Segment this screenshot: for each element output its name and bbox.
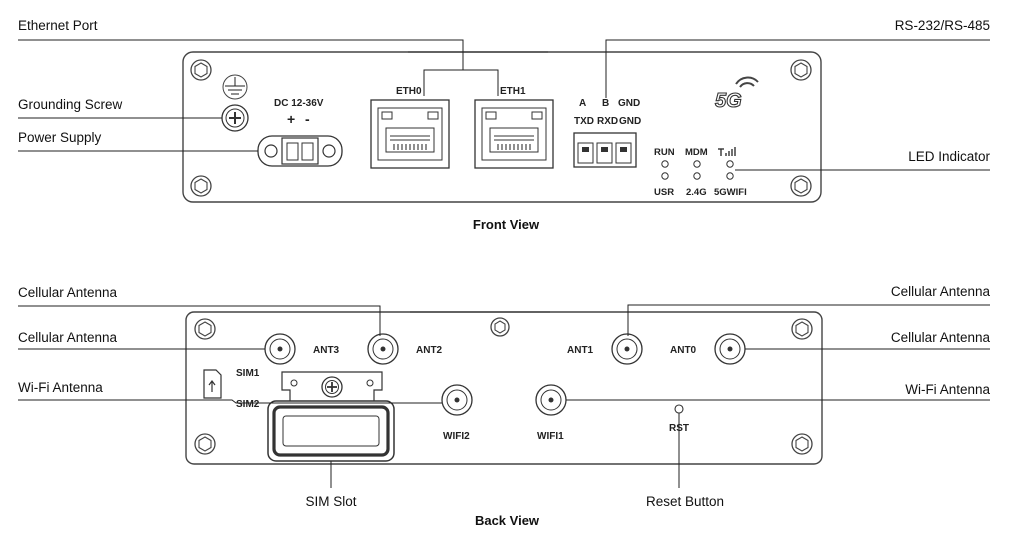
front-corner-screw-tl xyxy=(190,59,212,81)
callout-grounding-screw: Grounding Screw xyxy=(18,97,123,112)
serial-label-b: B xyxy=(602,98,609,109)
5g-logo-text: 5G xyxy=(715,90,742,112)
leader-serial xyxy=(605,39,990,98)
power-plus-label: + xyxy=(287,111,295,127)
sim1-label: SIM1 xyxy=(236,368,260,379)
led-mdm xyxy=(693,160,701,168)
back-view: ANT3 ANT2 ANT1 ANT0 WIFI2 WIFI1 SIM1 SIM… xyxy=(18,284,990,528)
wifi2-label: WIFI2 xyxy=(443,431,470,442)
callout-led-indicator: LED Indicator xyxy=(908,149,990,164)
callout-cell-ant-mr: Cellular Antenna xyxy=(891,330,991,345)
wifi1-connector xyxy=(535,384,567,416)
led-label-usr: USR xyxy=(654,187,674,198)
leader-cell-ant-tr xyxy=(627,304,990,336)
serial-label-a: A xyxy=(579,98,586,109)
power-connector xyxy=(257,135,343,167)
ant0-connector xyxy=(714,333,746,365)
back-corner-screw-tl xyxy=(194,318,216,340)
eth0-port xyxy=(370,99,450,169)
front-corner-screw-br xyxy=(790,175,812,197)
ant2-label: ANT2 xyxy=(416,345,443,356)
front-corner-screw-tr xyxy=(790,59,812,81)
callout-reset-button: Reset Button xyxy=(646,494,724,509)
callout-cell-ant-tr: Cellular Antenna xyxy=(891,284,991,299)
callout-wifi-ant-l: Wi-Fi Antenna xyxy=(18,380,103,395)
serial-label-gnd-top: GND xyxy=(618,98,640,109)
led-signal xyxy=(726,160,734,168)
led-24g xyxy=(693,172,701,180)
reset-button-hole xyxy=(674,404,684,414)
power-minus-label: - xyxy=(305,111,310,127)
ant3-connector xyxy=(264,333,296,365)
ant1-connector xyxy=(611,333,643,365)
callout-sim-slot: SIM Slot xyxy=(305,494,356,509)
eth1-port xyxy=(474,99,554,169)
eth0-label: ETH0 xyxy=(396,86,422,97)
signal-bars-icon xyxy=(718,147,736,156)
serial-label-gnd-bottom: GND xyxy=(619,116,641,127)
back-corner-screw-br xyxy=(791,433,813,455)
leader-cell-ant-tl xyxy=(18,305,381,336)
led-usr xyxy=(661,172,669,180)
back-center-screw xyxy=(490,317,510,337)
back-corner-screw-tr xyxy=(791,318,813,340)
eth1-label: ETH1 xyxy=(500,86,526,97)
serial-terminal-block xyxy=(573,132,637,168)
led-label-mdm: MDM xyxy=(685,147,708,158)
sim-card-icon xyxy=(203,369,222,399)
serial-label-rxd: RXD xyxy=(597,116,618,127)
led-label-24g: 2.4G xyxy=(686,187,707,198)
ant0-label: ANT0 xyxy=(670,345,697,356)
leader-wifi-ant-l xyxy=(18,399,442,404)
wifi2-connector xyxy=(441,384,473,416)
5g-logo: 5G xyxy=(714,76,759,113)
led-label-run: RUN xyxy=(654,147,675,158)
back-corner-screw-bl xyxy=(194,433,216,455)
callout-serial: RS-232/RS-485 xyxy=(895,18,990,33)
power-rating-label: DC 12-36V xyxy=(274,98,324,109)
led-indicators xyxy=(661,160,734,180)
callout-power-supply: Power Supply xyxy=(18,130,102,145)
ant1-label: ANT1 xyxy=(567,345,594,356)
sim2-label: SIM2 xyxy=(236,399,260,410)
serial-label-txd: TXD xyxy=(574,116,594,127)
ant3-label: ANT3 xyxy=(313,345,340,356)
back-view-title: Back View xyxy=(475,513,540,528)
callout-cell-ant-tl: Cellular Antenna xyxy=(18,285,118,300)
sim-slot xyxy=(267,371,395,462)
front-view: DC 12-36V + - ETH0 ETH1 xyxy=(18,18,990,232)
ant2-connector xyxy=(367,333,399,365)
callout-ethernet-port: Ethernet Port xyxy=(18,18,98,33)
front-corner-screw-bl xyxy=(190,175,212,197)
grounding-screw xyxy=(221,104,249,132)
led-label-5gwifi: 5GWIFI xyxy=(714,187,747,198)
ground-symbol-icon xyxy=(222,74,248,100)
led-5gwifi xyxy=(726,172,734,180)
led-run xyxy=(661,160,669,168)
callout-wifi-ant-r: Wi-Fi Antenna xyxy=(905,382,990,397)
wifi1-label: WIFI1 xyxy=(537,431,564,442)
callout-cell-ant-ml: Cellular Antenna xyxy=(18,330,118,345)
front-view-title: Front View xyxy=(473,217,540,232)
